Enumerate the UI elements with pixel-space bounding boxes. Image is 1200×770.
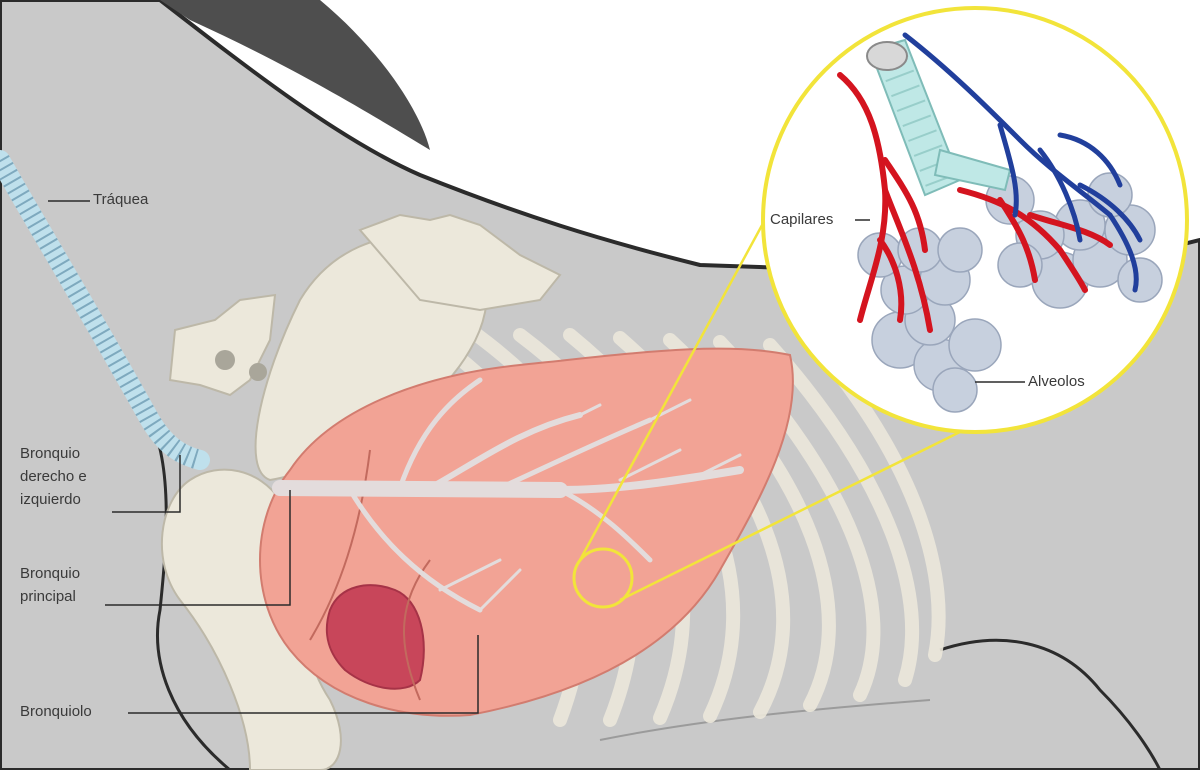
label-alveoli: Alveolos: [1028, 370, 1085, 393]
bronchiole-opening: [867, 42, 907, 70]
vertebra-hole: [249, 363, 267, 381]
label-capillaries: Capilares: [770, 208, 833, 231]
label-trachea: Tráquea: [93, 188, 148, 211]
label-bronchus-left-right: Bronquio derecho e izquierdo: [20, 442, 130, 511]
vertebra-hole: [215, 350, 235, 370]
label-bronchiole: Bronquiolo: [20, 700, 92, 723]
label-main-bronchus: Bronquio principal: [20, 562, 130, 608]
